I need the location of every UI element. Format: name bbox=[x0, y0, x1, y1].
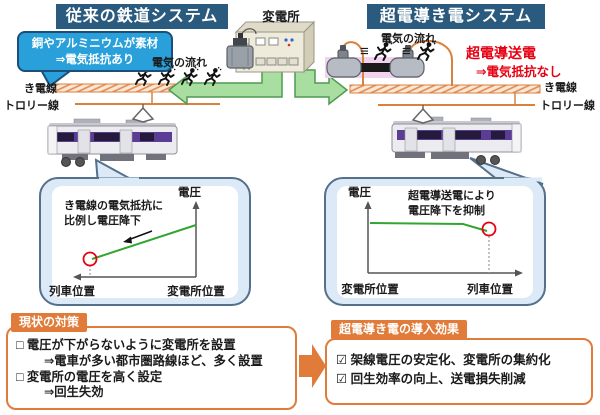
left-chart-annotation: き電線の電気抵抗に 比例し電圧降下 bbox=[64, 199, 163, 229]
left-power-arrow bbox=[167, 69, 283, 106]
right-chart-ylabel: 電圧 bbox=[348, 187, 371, 199]
current-measures-box bbox=[6, 326, 297, 410]
introduction-effects-title: 超電導き電の導入効果 bbox=[331, 320, 468, 339]
introduction-effect-item: ☑ 回生効率の向上、送電損失削減 bbox=[336, 372, 526, 386]
sc-transmission-label: 超電導送電 bbox=[466, 45, 536, 61]
material-callout-line2: ⇒電気抵抗あり bbox=[55, 54, 135, 66]
flow-label-left: 電気の流れ bbox=[152, 57, 207, 69]
title-conventional-system: 従来の鉄道システム bbox=[56, 4, 228, 29]
right-feeder-line bbox=[349, 84, 541, 106]
sc-no-resistance-label: ⇒電気抵抗なし bbox=[476, 65, 562, 79]
title-superconducting-system: 超電導き電システム bbox=[367, 4, 545, 29]
introduction-effects-box bbox=[325, 338, 593, 405]
current-measure-item: ⇒電車が多い都市圏路線ほど、多く設置 bbox=[44, 353, 263, 368]
right-chart-annotation-line1: 超電導送電により bbox=[408, 190, 496, 202]
left-chart-annotation-line2: 比例し電圧降下 bbox=[64, 215, 141, 227]
feeder-label-left: き電線 bbox=[24, 83, 57, 95]
current-measure-item: □ 電圧が下がらないように変電所を設置 bbox=[16, 338, 236, 352]
train-right bbox=[391, 116, 522, 165]
right-chart-xlabel-train: 列車位置 bbox=[467, 284, 513, 296]
feeder-label-right: き電線 bbox=[544, 82, 577, 94]
train-left bbox=[47, 118, 178, 167]
trolley-label-right: トロリー線 bbox=[540, 100, 595, 112]
superconducting-cable bbox=[325, 39, 453, 86]
material-callout-text: 銅やアルミニウムが素材 ⇒電気抵抗あり bbox=[18, 36, 172, 68]
current-measures-title: 現状の対策 bbox=[11, 313, 88, 332]
flow-label-right: 電気の流れ bbox=[381, 33, 436, 45]
current-measure-item: □ 変電所の電圧を高く設定 bbox=[16, 369, 163, 384]
material-callout-line1: 銅やアルミニウムが素材 bbox=[31, 38, 159, 50]
right-chart-plot bbox=[364, 201, 523, 277]
left-chart-ylabel: 電圧 bbox=[178, 187, 201, 199]
left-chart-annotation-line1: き電線の電気抵抗に bbox=[64, 200, 163, 212]
right-chart-annotation: 超電導送電により 電圧降下を抑制 bbox=[408, 189, 496, 219]
right-chart-xlabel-substation: 変電所位置 bbox=[341, 284, 399, 296]
introduction-effect-item: ☑ 架線電圧の安定化、変電所の集約化 bbox=[336, 353, 551, 367]
left-chart-xlabel-substation: 変電所位置 bbox=[167, 286, 225, 298]
speed-mark-2: ≡ bbox=[402, 43, 411, 60]
cryostat-terminal-left bbox=[326, 45, 362, 78]
current-measures-items: □ 電圧が下がらないように変電所を設置 ⇒電車が多い都市圏路線ほど、多く設置 □… bbox=[16, 338, 263, 401]
pantograph-left bbox=[131, 104, 155, 123]
introduction-effects-items: ☑ 架線電圧の安定化、変電所の集約化 ☑ 回生効率の向上、送電損失削減 bbox=[336, 351, 551, 389]
cryostat-terminal-right bbox=[389, 45, 425, 78]
left-chart-xlabel-train: 列車位置 bbox=[49, 286, 95, 298]
transition-arrow bbox=[299, 344, 326, 388]
right-power-arrow bbox=[294, 69, 349, 106]
left-chart-plot bbox=[73, 201, 200, 281]
current-measure-item: ⇒回生失効 bbox=[44, 385, 104, 400]
transformer bbox=[226, 28, 257, 69]
speed-mark-1: ≡ bbox=[360, 43, 369, 60]
trolley-label-left: トロリー線 bbox=[4, 100, 59, 112]
material-callout-bubble bbox=[17, 31, 173, 88]
substation-label: 変電所 bbox=[262, 10, 300, 24]
right-chart-annotation-line2: 電圧降下を抑制 bbox=[408, 205, 485, 217]
pantograph-right bbox=[411, 105, 435, 124]
